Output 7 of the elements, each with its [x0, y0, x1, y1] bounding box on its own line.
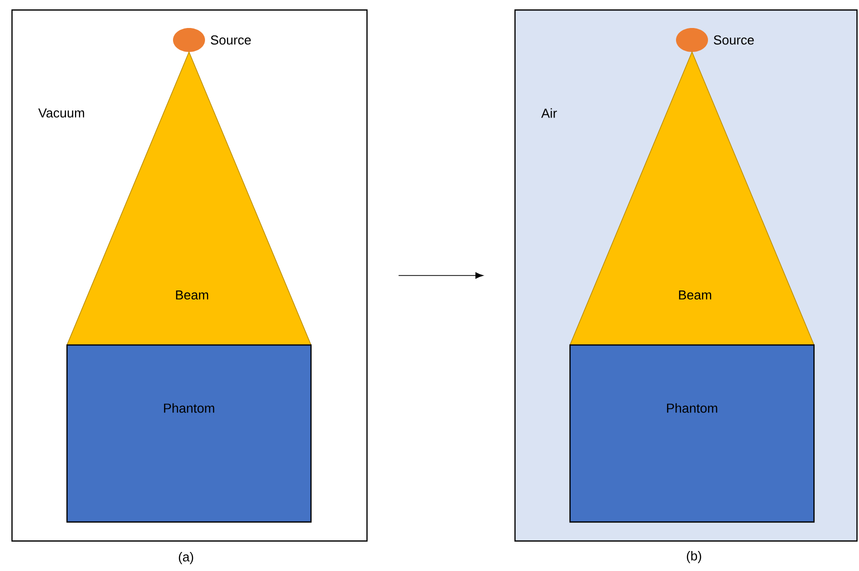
caption: (a) [178, 552, 194, 564]
arrow [398, 272, 484, 279]
node-label: Source [714, 35, 754, 45]
phantom-box: Phantom [66, 344, 312, 523]
phantom-box: Phantom [569, 344, 815, 523]
node-label: Source [210, 35, 251, 45]
caption: (b) [686, 550, 702, 564]
